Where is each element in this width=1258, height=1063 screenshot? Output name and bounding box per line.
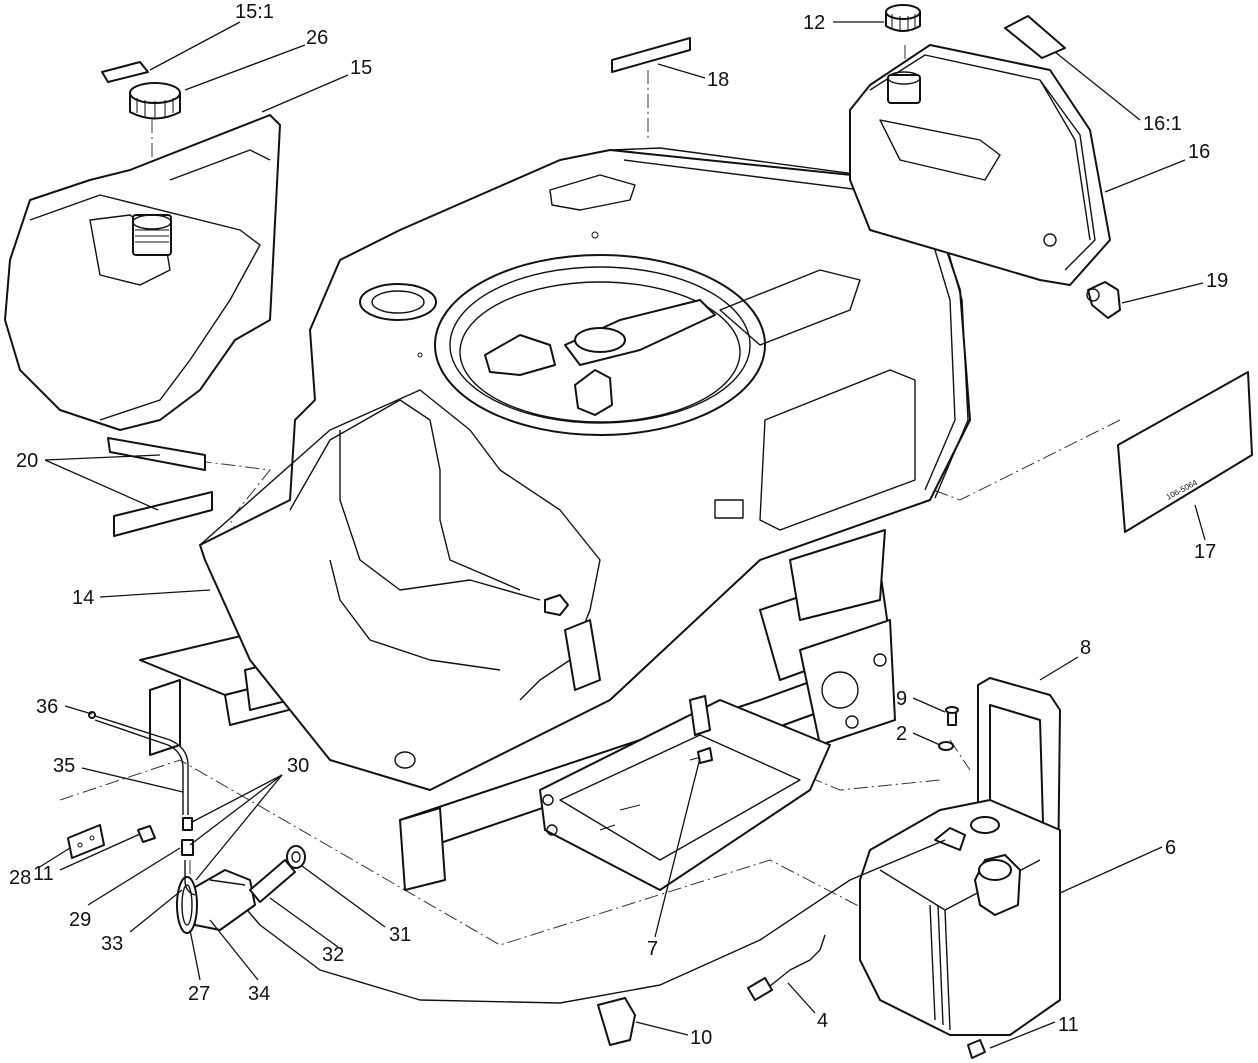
primer-bulb-34 <box>189 869 256 931</box>
primer-cable <box>229 839 946 1004</box>
clip-7 <box>697 747 713 764</box>
callout-15: 15 <box>350 57 372 79</box>
callout-8: 8 <box>1080 637 1091 659</box>
callout-33: 33 <box>101 933 123 955</box>
spacer-32 <box>249 859 296 903</box>
callout-4: 4 <box>817 1010 828 1032</box>
fitting-30-upper <box>182 817 193 831</box>
callout-labels: 15:1 26 15 12 18 16:1 16 19 20 17 14 8 9… <box>9 1 1228 1049</box>
decal-20-upper <box>107 437 206 471</box>
callout-27: 27 <box>188 983 210 1005</box>
callout-26: 26 <box>306 27 328 49</box>
callout-35: 35 <box>53 755 75 777</box>
decal-17: 106-5064 <box>1117 371 1253 533</box>
callout-11-upper: 11 <box>33 863 54 885</box>
callout-7: 7 <box>647 938 658 960</box>
callout-14: 14 <box>72 587 94 609</box>
left-fuel-tank <box>4 114 281 431</box>
bracket-28 <box>67 824 105 859</box>
callout-10: 10 <box>690 1027 712 1049</box>
callout-36: 36 <box>36 696 58 718</box>
fitting-30-lower <box>181 839 194 856</box>
callout-34: 34 <box>248 983 270 1005</box>
grommet-31 <box>286 845 306 869</box>
callout-2: 2 <box>896 723 907 745</box>
callout-20: 20 <box>16 450 38 472</box>
callout-11-lower: 11 <box>1058 1014 1079 1036</box>
callout-16-1: 16:1 <box>1143 113 1182 135</box>
screw-11-upper <box>137 825 156 843</box>
left-tank-decal <box>101 61 149 83</box>
reservoir-tank <box>859 799 1061 1036</box>
hood-body <box>199 147 971 791</box>
hood-decal-18 <box>611 37 691 73</box>
callout-18: 18 <box>707 69 729 91</box>
washer-2 <box>938 741 954 751</box>
hose-4 <box>764 934 826 991</box>
callout-31: 31 <box>389 924 411 946</box>
clip-10 <box>597 997 636 1046</box>
callout-29: 29 <box>69 909 91 931</box>
callout-6: 6 <box>1165 837 1176 859</box>
callout-17: 17 <box>1194 541 1216 563</box>
primer-tube-36 <box>88 711 189 815</box>
fuel-valve-fitting <box>1086 281 1121 319</box>
primer-ring-27 <box>176 876 198 934</box>
primer-hose-33 <box>184 860 196 896</box>
left-tank-cap <box>129 82 181 120</box>
callout-12: 12 <box>803 12 825 34</box>
callout-28: 28 <box>9 867 31 889</box>
callout-16: 16 <box>1188 141 1210 163</box>
decal-20-lower <box>113 491 213 537</box>
leader-lines <box>37 21 1206 1049</box>
callout-30: 30 <box>287 755 309 777</box>
callout-32: 32 <box>322 944 344 966</box>
right-fuel-tank <box>849 44 1111 286</box>
screw-11-lower <box>967 1039 986 1059</box>
hose-4-end <box>747 977 773 1001</box>
callout-15-1: 15:1 <box>235 1 274 23</box>
callout-19: 19 <box>1206 270 1228 292</box>
callout-9: 9 <box>896 688 907 710</box>
bolt-9 <box>945 706 959 726</box>
right-tank-cap <box>885 4 921 32</box>
right-tank-decal <box>1004 15 1066 59</box>
